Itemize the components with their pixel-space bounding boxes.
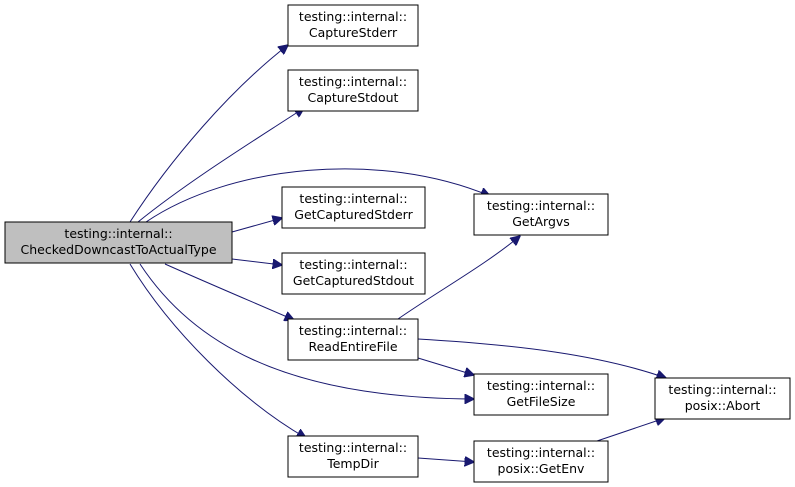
node-get-captured-stderr-line2: GetCapturedStderr	[294, 207, 413, 222]
edge-root-read-entire-file	[164, 263, 294, 320]
edge-posix-get-env-posix-abort	[596, 418, 665, 442]
node-get-argvs-box	[473, 193, 609, 236]
node-posix-abort-line1: testing::internal::	[668, 382, 776, 397]
edge-read-entire-file-posix-abort	[417, 338, 666, 378]
node-get-argvs-line1: testing::internal::	[487, 198, 595, 213]
node-capture-stdout-box	[287, 69, 419, 112]
edge-root-get-argvs	[145, 168, 490, 223]
node-root[interactable]: testing::internal:: CheckedDowncastToAct…	[4, 221, 233, 264]
node-temp-dir-box	[287, 435, 419, 478]
node-capture-stderr-box	[287, 4, 419, 47]
node-posix-abort-line2: posix::Abort	[685, 398, 761, 413]
node-root-line2: CheckedDowncastToActualType	[20, 242, 216, 257]
node-capture-stdout[interactable]: testing::internal:: CaptureStdout	[287, 69, 419, 112]
node-posix-get-env[interactable]: testing::internal:: posix::GetEnv	[473, 440, 609, 483]
node-capture-stdout-line1: testing::internal::	[299, 74, 407, 89]
node-get-captured-stderr-box	[281, 186, 426, 229]
edge-temp-dir-posix-get-env	[417, 458, 474, 462]
node-read-entire-file-box	[287, 318, 419, 361]
edge-root-temp-dir	[129, 263, 306, 438]
node-get-argvs[interactable]: testing::internal:: GetArgvs	[473, 193, 609, 236]
node-get-file-size-line2: GetFileSize	[507, 394, 576, 409]
node-get-captured-stdout-line1: testing::internal::	[299, 257, 407, 272]
node-temp-dir-line2: TempDir	[326, 456, 379, 471]
edge-root-get-captured-stderr	[231, 218, 282, 233]
node-temp-dir-line1: testing::internal::	[299, 440, 407, 455]
node-get-captured-stdout-line2: GetCapturedStdout	[293, 273, 414, 288]
node-get-captured-stderr[interactable]: testing::internal:: GetCapturedStderr	[281, 186, 426, 229]
node-capture-stderr[interactable]: testing::internal:: CaptureStderr	[287, 4, 419, 47]
node-capture-stdout-line2: CaptureStdout	[308, 90, 399, 105]
edge-root-get-file-size	[139, 263, 474, 399]
edge-root-capture-stderr	[129, 45, 288, 223]
node-posix-abort-box	[654, 377, 791, 420]
node-posix-abort[interactable]: testing::internal:: posix::Abort	[654, 377, 791, 420]
node-get-file-size[interactable]: testing::internal:: GetFileSize	[473, 373, 609, 416]
node-get-file-size-box	[473, 373, 609, 416]
node-root-line1: testing::internal::	[64, 226, 172, 241]
node-posix-get-env-box	[473, 440, 609, 483]
edge-root-get-captured-stdout	[231, 258, 282, 265]
node-get-captured-stderr-line1: testing::internal::	[299, 191, 407, 206]
edges	[129, 45, 666, 462]
node-get-captured-stdout-box	[281, 252, 426, 295]
node-read-entire-file-line2: ReadEntireFile	[308, 339, 397, 354]
edge-root-capture-stdout	[137, 108, 304, 223]
node-root-box	[4, 221, 233, 264]
node-read-entire-file[interactable]: testing::internal:: ReadEntireFile	[287, 318, 419, 361]
edge-read-entire-file-get-file-size	[417, 357, 474, 375]
node-posix-get-env-line1: testing::internal::	[487, 445, 595, 460]
node-capture-stderr-line2: CaptureStderr	[309, 25, 398, 40]
node-get-file-size-line1: testing::internal::	[487, 378, 595, 393]
node-get-argvs-line2: GetArgvs	[512, 214, 570, 229]
node-temp-dir[interactable]: testing::internal:: TempDir	[287, 435, 419, 478]
edge-read-entire-file-get-argvs	[397, 236, 520, 320]
node-get-captured-stdout[interactable]: testing::internal:: GetCapturedStdout	[281, 252, 426, 295]
node-capture-stderr-line1: testing::internal::	[299, 9, 407, 24]
node-posix-get-env-line2: posix::GetEnv	[498, 461, 585, 476]
node-read-entire-file-line1: testing::internal::	[299, 323, 407, 338]
